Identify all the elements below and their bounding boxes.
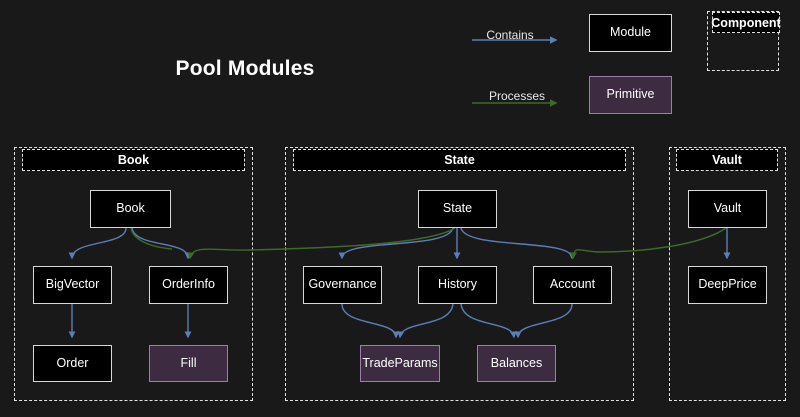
legend-component-label: Component bbox=[711, 15, 781, 30]
legend-component-header: Component bbox=[711, 12, 781, 33]
legend-contains-label: Contains bbox=[486, 28, 534, 42]
node-book-label: Book bbox=[116, 201, 145, 216]
group-state-header: State bbox=[293, 149, 626, 171]
legend-primitive-label: Primitive bbox=[606, 87, 655, 102]
node-deepprice[interactable]: DeepPrice bbox=[688, 266, 767, 304]
node-tradeparams[interactable]: TradeParams bbox=[360, 345, 440, 382]
node-account-label: Account bbox=[549, 277, 596, 292]
legend-primitive-box: Primitive bbox=[589, 76, 672, 114]
node-tradeparams-label: TradeParams bbox=[362, 355, 438, 370]
legend-module-box: Module bbox=[589, 14, 672, 52]
node-governance[interactable]: Governance bbox=[303, 266, 382, 304]
node-bigvector[interactable]: BigVector bbox=[33, 266, 112, 304]
group-book bbox=[14, 147, 253, 401]
group-state bbox=[285, 147, 634, 401]
node-order-label: Order bbox=[56, 355, 89, 370]
legend-module-label: Module bbox=[610, 25, 651, 40]
node-fill-label: Fill bbox=[180, 355, 197, 370]
node-order[interactable]: Order bbox=[33, 345, 112, 382]
node-balances-label: Balances bbox=[490, 355, 543, 370]
node-vault[interactable]: Vault bbox=[688, 190, 767, 228]
group-book-label: Book bbox=[117, 153, 150, 167]
node-state[interactable]: State bbox=[418, 190, 497, 228]
node-bigvector-label: BigVector bbox=[45, 277, 100, 292]
group-vault bbox=[669, 147, 786, 401]
group-book-header: Book bbox=[22, 149, 245, 171]
legend-processes-label: Processes bbox=[488, 89, 546, 103]
node-deepprice-label: DeepPrice bbox=[698, 277, 757, 292]
node-account[interactable]: Account bbox=[533, 266, 612, 304]
page-title: Pool Modules bbox=[175, 57, 315, 80]
node-governance-label: Governance bbox=[308, 277, 377, 292]
node-book[interactable]: Book bbox=[90, 190, 171, 228]
node-history[interactable]: History bbox=[418, 266, 497, 304]
group-vault-label: Vault bbox=[712, 153, 742, 167]
legend-component-box bbox=[707, 11, 779, 71]
node-vault-label: Vault bbox=[713, 201, 742, 216]
node-state-label: State bbox=[442, 201, 473, 216]
node-fill[interactable]: Fill bbox=[149, 345, 228, 382]
group-vault-header: Vault bbox=[676, 149, 778, 171]
node-balances[interactable]: Balances bbox=[477, 345, 556, 382]
group-state-label: State bbox=[444, 153, 475, 167]
node-history-label: History bbox=[438, 277, 477, 292]
node-orderinfo[interactable]: OrderInfo bbox=[149, 266, 228, 304]
node-orderinfo-label: OrderInfo bbox=[162, 277, 215, 292]
